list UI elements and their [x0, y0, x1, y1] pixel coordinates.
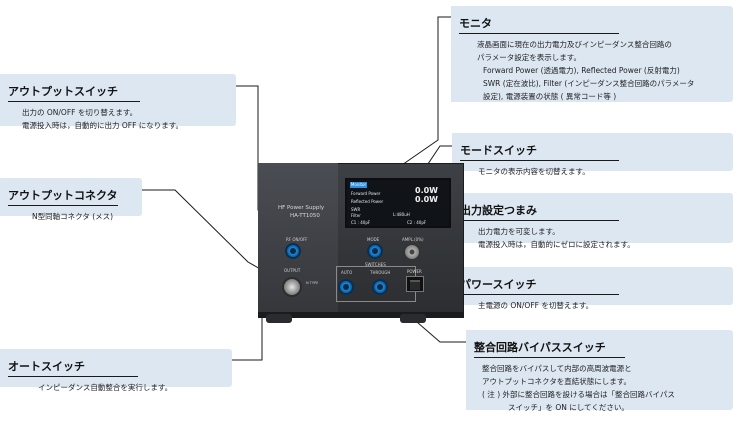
device-foot — [400, 314, 426, 323]
callout-line: Forward Power (透過電力), Reflected Power (反… — [483, 66, 680, 75]
label-mode: MODE — [367, 237, 380, 242]
label-ampl: AMPL.(0%) — [402, 237, 424, 242]
device-foot — [266, 314, 292, 323]
callout-title: オートスイッチ — [8, 358, 138, 377]
label-switches: SWITCHES — [365, 262, 386, 267]
callout-monitor: モニタ 液晶画面に現在の出力電力及びインピーダンス整合回路の パラメータ設定を表… — [451, 6, 733, 102]
device-brand: HF Power Supply — [278, 205, 325, 211]
device-base — [258, 312, 464, 318]
callout-title: アウトプットコネクタ — [8, 187, 118, 206]
callout-line: 主電源の ON/OFF を切替えます。 — [478, 301, 594, 310]
callout-line: 電源投入時は，自動的にゼロに設定されます。 — [478, 240, 635, 249]
callout-line: 整合回路をバイパスして内部の高周波電源と — [482, 364, 632, 373]
lcd-value: 0.0W — [415, 186, 438, 195]
lcd-monitor: Monitor Forward Power 0.0W Reflected Pow… — [345, 178, 451, 228]
callout-line: 電源投入時は，自動的に出力 OFF になります。 — [22, 121, 184, 130]
callout-power-switch: パワースイッチ 主電源の ON/OFF を切替えます。 — [452, 267, 733, 310]
label-through: THROUGH — [370, 270, 391, 275]
lcd-label: Reflected Power — [351, 199, 384, 204]
device-model: HA-TT1050 — [290, 213, 320, 219]
callout-line: モニタの表示内容を切替えます。 — [478, 167, 590, 176]
lcd-label: Forward Power — [351, 191, 381, 196]
mode-switch-button[interactable] — [367, 243, 383, 259]
lcd-label: Filter — [351, 213, 361, 218]
lcd-value: C2 : 40pF — [407, 220, 427, 225]
callout-line: インピーダンス自動整合を実行します。 — [38, 383, 173, 392]
callout-line: アウトプットコネクタを直結状態にします。 — [482, 377, 631, 386]
lcd-tag: Monitor — [350, 182, 367, 188]
callout-line: 液晶画面に現在の出力電力及びインピーダンス整合回路の — [477, 40, 672, 49]
callout-title: アウトプットスイッチ — [8, 83, 140, 102]
label-rf-onoff: RF ON/OFF — [286, 237, 308, 242]
callout-line: N型同軸コネクタ (メス) — [32, 212, 114, 221]
label-output: OUTPUT — [284, 268, 301, 273]
label-n-type: N TYPE — [306, 281, 319, 285]
callout-line: ( 注 ) 外部に整合回路を設ける場合は「整合回路バイパス — [482, 390, 675, 399]
callout-title: モニタ — [459, 15, 619, 34]
lcd-value: C1 : 40pF — [351, 220, 371, 225]
callout-line: SWR (定在波比), Filter (インピーダンス整合回路のパラメータ — [483, 79, 695, 88]
callout-line: 出力の ON/OFF を切り替えます。 — [22, 108, 138, 117]
auto-switch-button[interactable] — [338, 279, 354, 295]
callout-line: スイッチ」を ON にしてください。 — [508, 403, 629, 412]
bypass-switch-button[interactable] — [372, 279, 388, 295]
leader-monitor — [385, 16, 451, 177]
callout-mode-switch: モードスイッチ モニタの表示内容を切替えます。 — [452, 133, 733, 176]
callout-auto-switch: オートスイッチ インピーダンス自動整合を実行します。 — [0, 349, 232, 392]
lcd-value: 0.0W — [415, 195, 438, 204]
lcd-label: SWR — [351, 207, 361, 212]
output-level-knob[interactable] — [403, 243, 421, 261]
label-power: POWER — [407, 269, 422, 274]
power-switch[interactable] — [406, 276, 424, 292]
callout-output-knob: 出力設定つまみ 出力電力を可変します。 電源投入時は，自動的にゼロに設定されます… — [452, 193, 733, 249]
callout-output-connector: アウトプットコネクタ N型同軸コネクタ (メス) — [0, 178, 142, 221]
label-auto: AUTO — [341, 270, 353, 275]
output-connector — [282, 277, 302, 297]
callout-title: モードスイッチ — [460, 142, 619, 161]
callout-bypass-switch: 整合回路バイパススイッチ 整合回路をバイパスして内部の高周波電源と アウトプット… — [466, 330, 733, 412]
callout-title: 出力設定つまみ — [460, 202, 619, 221]
output-switch-button[interactable] — [285, 243, 301, 259]
callout-line: 設定), 電源装置の状態 ( 異常コード等 ) — [483, 92, 617, 101]
callout-title: 整合回路バイパススイッチ — [474, 339, 625, 358]
callout-title: パワースイッチ — [460, 276, 619, 295]
callout-output-switch: アウトプットスイッチ 出力の ON/OFF を切り替えます。 電源投入時は，自動… — [0, 74, 236, 130]
callout-line: 出力電力を可変します。 — [478, 227, 560, 236]
callout-line: パラメータ設定を表示します。 — [477, 53, 582, 62]
lcd-value: L:480uH — [393, 212, 410, 217]
